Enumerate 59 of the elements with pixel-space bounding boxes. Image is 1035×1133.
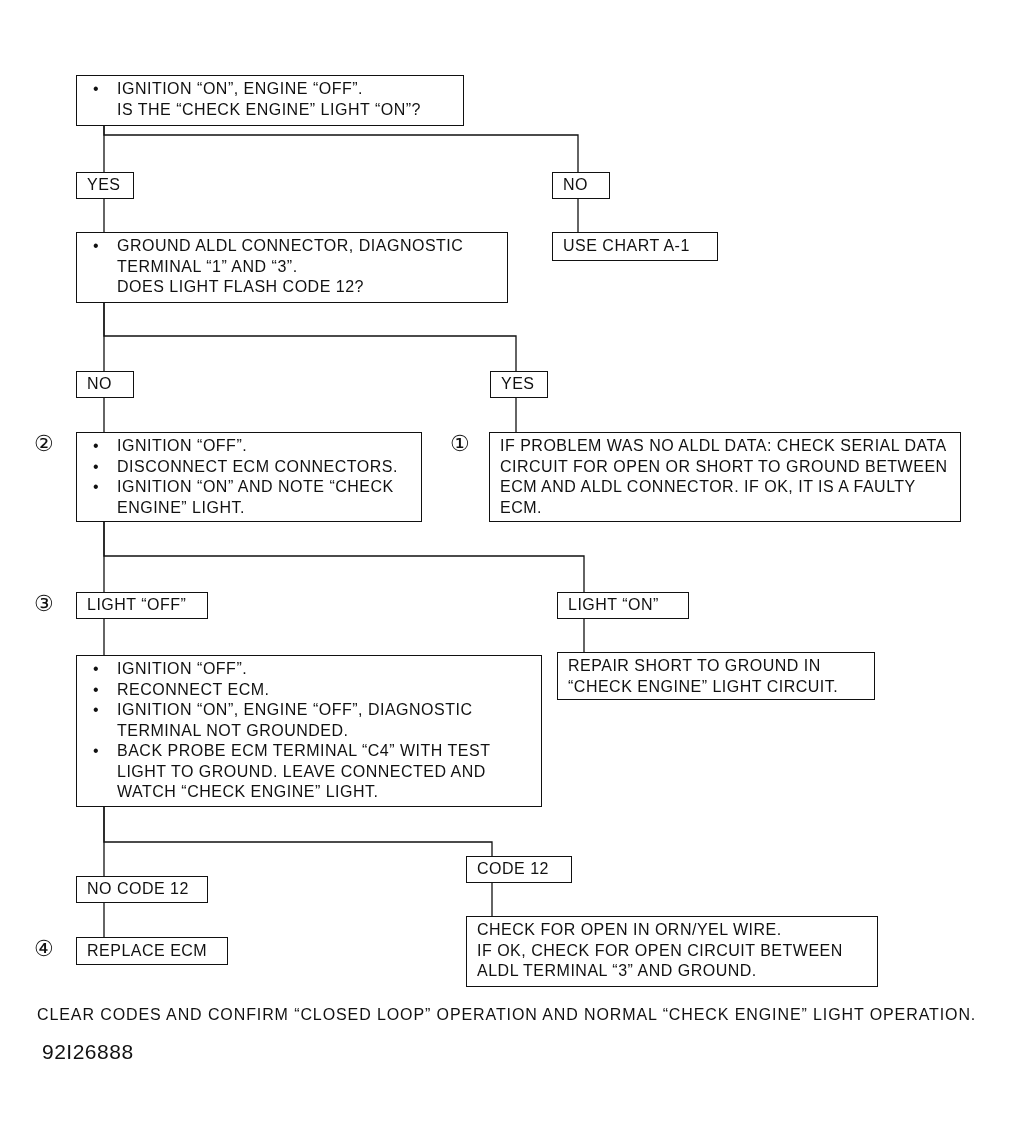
process-box [76,232,508,303]
step-text: NO CODE 12 [87,879,190,900]
connector-line [103,125,579,173]
step-text: • IGNITION “ON”, ENGINE “OFF”, DIAGNOSTIC TERMINAL NOT GROUNDED. [92,700,474,741]
step-text: NO [563,175,589,196]
figure-code: 92I26888 [42,1040,134,1064]
process-box [552,232,718,261]
step-text: DOES LIGHT FLASH CODE 12? [116,277,365,297]
step-number: ③ [34,592,54,616]
step-text: • IGNITION “ON”, ENGINE “OFF”. [92,79,364,99]
step-text: • IGNITION “OFF”. [92,436,249,456]
connector-line [103,397,105,433]
step-number: ① [450,432,470,456]
process-box [76,937,228,965]
step-text: NO [87,374,113,395]
process-box [76,655,542,807]
connector-line [103,521,585,593]
step-text: • IGNITION “OFF”. [92,659,249,679]
process-box [557,652,875,700]
step-text: USE CHART A-1 [563,236,691,257]
process-box [76,592,208,619]
step-text: LIGHT “ON” [568,595,660,616]
connector-line [103,198,105,233]
step-number: ④ [34,937,54,961]
process-box [466,916,878,987]
step-text: YES [501,374,536,395]
connector-line [103,618,105,656]
step-text: LIGHT “OFF” [87,595,188,616]
connector-line [103,902,105,938]
process-box [557,592,689,619]
process-box [76,75,464,126]
step-text: CODE 12 [477,859,550,880]
step-text: • DISCONNECT ECM CONNECTORS. [92,456,399,477]
process-box [76,432,422,522]
connector-line [491,882,493,917]
connector-line [103,806,493,857]
footnote-text: CLEAR CODES AND CONFIRM “CLOSED LOOP” OPERATION AND NORMAL “CHECK ENGINE” LIGHT OPERATION. [37,1006,977,1024]
step-text: CHECK FOR OPEN IN ORN/YEL WIRE. [477,920,783,940]
process-box [466,856,572,883]
step-text: IF PROBLEM WAS NO ALDL DATA: CHECK SERIAL DATA CIRCUIT FOR OPEN OR SHORT TO GROUND BETWEEN ECM AND ALDL CONNECTOR. IF OK, IT IS A FAULTY ECM. [500,436,949,518]
step-text: IS THE “CHECK ENGINE” LIGHT “ON”? [116,99,422,120]
process-box [552,172,610,199]
process-box [76,876,208,903]
step-text: • IGNITION “ON” AND NOTE “CHECK ENGINE” LIGHT. [92,477,395,518]
process-box [76,371,134,398]
step-number: ② [34,432,54,456]
step-text: IF OK, CHECK FOR OPEN CIRCUIT BETWEEN ALDL TERMINAL “3” AND GROUND. [477,940,844,981]
step-text: YES [87,175,122,196]
process-box [490,371,548,398]
step-text: REPAIR SHORT TO GROUND IN “CHECK ENGINE” LIGHT CIRCUIT. [568,656,840,697]
connector-line [515,397,517,433]
connector-line [583,618,585,653]
connector-line [577,198,579,233]
connector-line [103,302,517,372]
step-text: REPLACE ECM [87,940,209,961]
step-text: • BACK PROBE ECM TERMINAL “C4” WITH TEST LIGHT TO GROUND. LEAVE CONNECTED AND WATCH “CHECK ENGINE” LIGHT. [92,741,492,802]
step-text: • RECONNECT ECM. [92,679,271,700]
process-box [76,172,134,199]
step-text: • GROUND ALDL CONNECTOR, DIAGNOSTIC TERMINAL “1” AND “3”. [92,236,465,277]
